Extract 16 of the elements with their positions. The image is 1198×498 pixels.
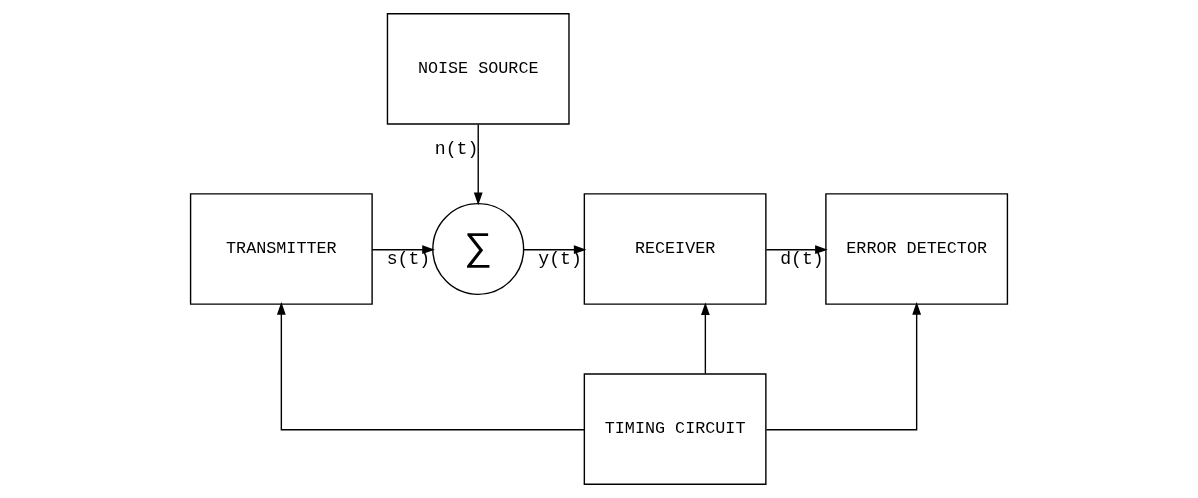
edge-label: n(t)	[434, 138, 479, 159]
arrow	[371, 245, 435, 255]
node-box: TIMING CIRCUIT	[583, 373, 767, 485]
node-box: ERROR DETECTOR	[825, 193, 1009, 305]
node-circle: ∑	[432, 202, 525, 296]
node-box: RECEIVER	[583, 193, 767, 305]
node-box: TRANSMITTER	[189, 193, 373, 305]
node-box: NOISE SOURCE	[386, 13, 570, 125]
arrow	[700, 302, 710, 375]
arrow	[276, 302, 585, 431]
edge-label: y(t)	[538, 249, 582, 270]
edge-label: d(t)	[780, 249, 824, 270]
arrow	[473, 123, 483, 206]
arrow	[765, 245, 828, 255]
edge-label: s(t)	[386, 249, 431, 270]
arrow	[765, 302, 922, 431]
